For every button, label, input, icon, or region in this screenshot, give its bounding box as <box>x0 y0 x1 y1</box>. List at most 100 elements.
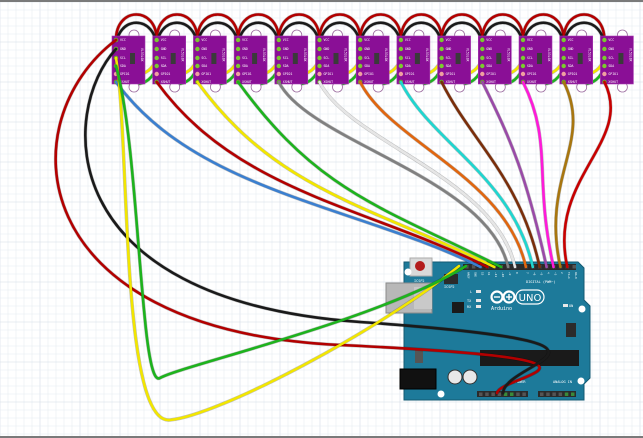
sensor-pin-sda <box>520 63 526 69</box>
sensor-board <box>437 35 471 85</box>
sensor-pin-gnd <box>235 46 241 52</box>
sensor-pin-label: GPIO1 <box>120 72 130 76</box>
sensor-pin-gpio1 <box>480 71 485 77</box>
atmega-chip <box>480 350 579 366</box>
sensor-pin-vcc <box>154 37 159 43</box>
sensor-pin-label: VCC <box>283 38 289 42</box>
sensor-pin-gnd <box>195 46 200 52</box>
sensor-pin-gnd <box>520 46 526 52</box>
digital-pin <box>572 265 576 269</box>
sda-to-arduino-wire <box>114 64 468 380</box>
sensor-pin-label: VCC <box>608 38 614 42</box>
power-pin <box>503 392 508 396</box>
vcc-bus-wire <box>481 13 525 42</box>
usb-chip <box>452 302 464 313</box>
vcc-bus-wire <box>358 13 403 42</box>
sensor-pin-sda <box>398 63 404 69</box>
sensor-pin-gpio1 <box>602 71 607 77</box>
xshut-wire-sensor-11 <box>521 80 555 269</box>
sensor-pin-label: SCL <box>242 56 248 60</box>
gnd-to-arduino-gnd-wire <box>84 47 550 395</box>
digital-pin-label: 8 <box>515 272 519 274</box>
mounting-hole <box>404 268 412 276</box>
sensor-pin-vcc <box>276 37 281 43</box>
sensor-chip <box>170 53 176 64</box>
vcc-to-arduino-5v-wire <box>54 38 541 395</box>
analog-pin <box>540 392 544 396</box>
vcc-bus-wire <box>236 13 281 42</box>
xshut-wire-sensor-1 <box>114 80 482 269</box>
sensor-pin-vcc <box>520 37 526 43</box>
sensor-pin-scl <box>520 55 526 61</box>
sensor-pin-label: VCC <box>324 38 330 42</box>
sensor-pin-sda <box>439 63 444 69</box>
sensor-pin-gpio1 <box>276 71 281 77</box>
digital-pin-label: TX→1 <box>567 272 571 279</box>
icsp1-label: ICSP2 <box>414 279 425 283</box>
sensor-pin-vcc <box>561 37 566 43</box>
sensor-pin-vcc <box>235 37 241 43</box>
power-pin <box>516 392 520 396</box>
sensor-pin-label: GPIO1 <box>486 72 496 76</box>
sensor-model-label: VL53L0X <box>547 48 551 62</box>
sensor-pin-vcc <box>358 37 363 43</box>
sensor-pin-label: XSHUT <box>608 80 618 84</box>
sensor-pin-label: SCL <box>486 56 492 60</box>
window-bottom-border <box>0 436 643 438</box>
analog-label: ANALOG IN <box>553 380 572 384</box>
sensor-pin-sda <box>276 63 281 69</box>
digital-pin-label: ~10 <box>501 272 505 277</box>
sensor-pin-label: XSHUT <box>486 80 496 84</box>
sensor-pin-gpio1 <box>439 71 444 77</box>
sensor-pin-gpio1 <box>317 71 322 77</box>
analog-header <box>538 391 576 397</box>
sensor-pin-label: GND <box>120 47 126 51</box>
sensor-pin-label: GND <box>405 47 411 51</box>
sensor-pin-label: GPIO1 <box>242 72 252 76</box>
digital-pin-label: 2 <box>560 272 564 274</box>
vcc-bus-wire <box>521 13 565 42</box>
sensor-pin-label: VCC <box>527 38 533 42</box>
mounting-hole <box>437 390 445 398</box>
sensor-pin-sda <box>235 63 241 69</box>
digital-pin-label: 4 <box>546 272 550 274</box>
sensor-pin-gpio1 <box>561 71 566 77</box>
sensor-board <box>315 35 349 85</box>
sensor-pin-scl <box>398 55 404 61</box>
sensor-pin-label: VCC <box>486 38 492 42</box>
sensor-pin-label: SDA <box>201 64 207 68</box>
sensor-pin-label: GPIO1 <box>161 72 171 76</box>
sensor-pin-label: SCL <box>527 56 533 60</box>
analog-pin <box>571 392 575 396</box>
reset-button[interactable] <box>415 261 425 271</box>
sensor-pin-scl <box>358 55 363 61</box>
sensor-pin-label: VCC <box>405 38 411 42</box>
digital-pin-label: ~5 <box>540 272 544 276</box>
sensor-pin-label: VCC <box>242 38 248 42</box>
sensor-pin-vcc <box>439 37 444 43</box>
sensor-board <box>559 35 594 85</box>
sensor-pin-label: GND <box>608 47 614 51</box>
sensor-pin-vcc <box>317 37 322 43</box>
sensor-chip <box>292 53 298 64</box>
led-label-on: ON <box>569 304 573 308</box>
power-jack <box>399 368 437 390</box>
sensor-pin-label: GND <box>161 47 167 51</box>
digital-pin-label: AREF <box>467 272 471 279</box>
xshut-wire-sensor-6 <box>318 80 517 269</box>
sensor-pin-scl <box>480 55 485 61</box>
sensor-pin-sda <box>195 63 200 69</box>
